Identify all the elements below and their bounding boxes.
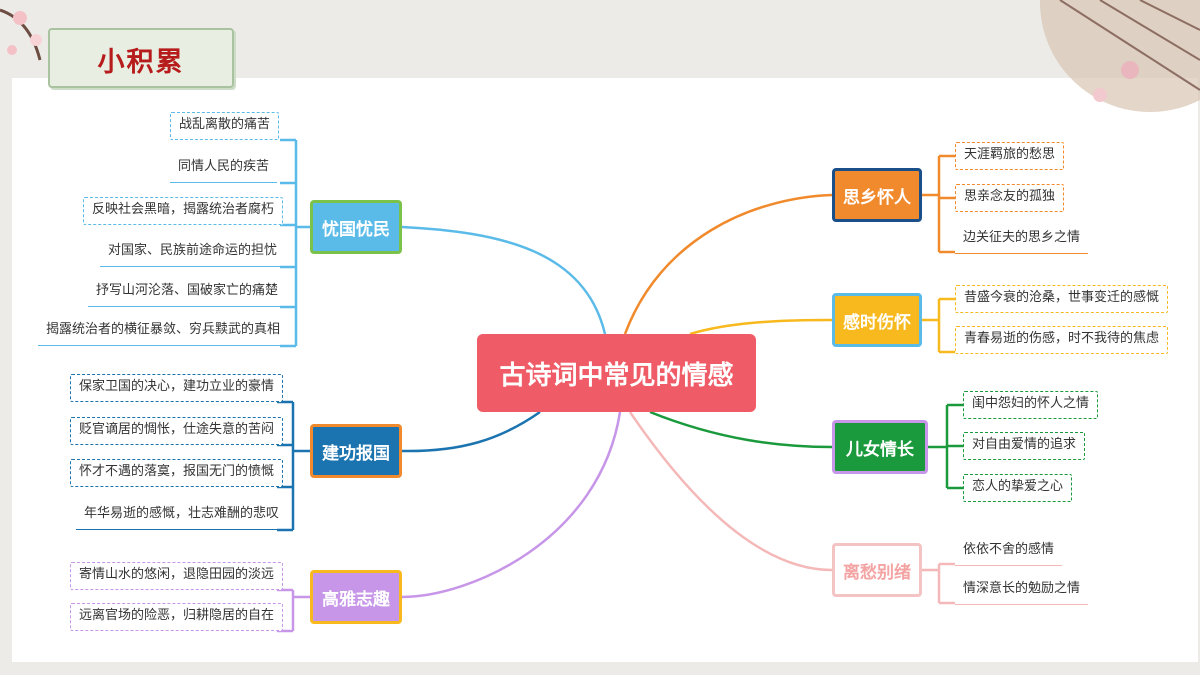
leaf-youguo-1: 战乱离散的痛苦 [170,112,280,140]
connector-lichou [628,411,833,572]
branch-gaoya: 高雅志趣 [310,570,402,624]
leaf-jiangong-1: 保家卫国的决心，建功立业的豪情 [70,374,284,402]
leaf-jiangong-4: 年华易逝的感慨，壮志难酬的悲叹 [76,502,288,530]
leaf-youguo-5: 抒写山河沦落、国破家亡的痛楚 [88,279,287,307]
leaf-ernv-3: 恋人的挚爱之心 [963,474,1073,502]
connector-youguo [401,225,607,335]
header-title-banner: 小积累 [48,28,234,88]
leaf-jiangong-2: 贬官谪居的惆怅，仕途失意的苦闷 [70,417,284,445]
leaf-youguo-6: 揭露统治者的横征暴敛、穷兵黩武的真相 [38,318,289,346]
leaf-ernv-1: 闺中怨妇的怀人之情 [963,391,1099,419]
branch-youguo: 忧国忧民 [310,200,402,254]
parasol-decoration-icon [1039,0,1200,113]
connector-sixiang [623,193,833,335]
leaf-gaoya-2: 远离官场的险恶，归耕隐居的自在 [70,603,284,631]
leaf-gaoya-1: 寄情山水的悠闲，退隐田园的淡远 [70,562,284,590]
connector-ganshi [689,318,833,336]
leaf-lichou-2: 情深意长的勉励之情 [955,577,1089,605]
center-node: 古诗词中常见的情感 [477,334,756,412]
leaf-ganshi-1: 昔盛今衰的沧桑，世事变迁的感慨 [955,285,1169,313]
leaf-sixiang-3: 边关征夫的思乡之情 [955,226,1089,254]
leaf-sixiang-2: 思亲念友的孤独 [955,184,1065,212]
connector-gaoya [401,411,622,599]
leaf-youguo-4: 对国家、民族前途命运的担忧 [100,239,286,267]
connector-jiangong [401,410,541,453]
branch-lichou: 离愁别绪 [832,543,922,597]
connector-ernv [649,410,833,449]
branch-ganshi: 感时伤怀 [832,293,922,347]
leaf-youguo-3: 反映社会黑暗，揭露统治者腐朽 [83,197,284,225]
branch-ernv: 儿女情长 [832,420,928,474]
branch-sixiang: 思乡怀人 [832,168,922,222]
header-title: 小积累 [97,47,185,78]
branch-jiangong: 建功报国 [310,424,402,478]
leaf-lichou-1: 依依不舍的感情 [955,538,1063,566]
leaf-sixiang-1: 天涯羁旅的愁思 [955,142,1065,170]
leaf-ganshi-2: 青春易逝的伤感，时不我待的焦虑 [955,326,1169,354]
leaf-jiangong-3: 怀才不遇的落寞，报国无门的愤慨 [70,459,284,487]
leaf-ernv-2: 对自由爱情的追求 [963,432,1086,460]
plum-blossom-decoration-icon [0,8,42,61]
leaf-youguo-2: 同情人民的疾苦 [170,155,278,183]
